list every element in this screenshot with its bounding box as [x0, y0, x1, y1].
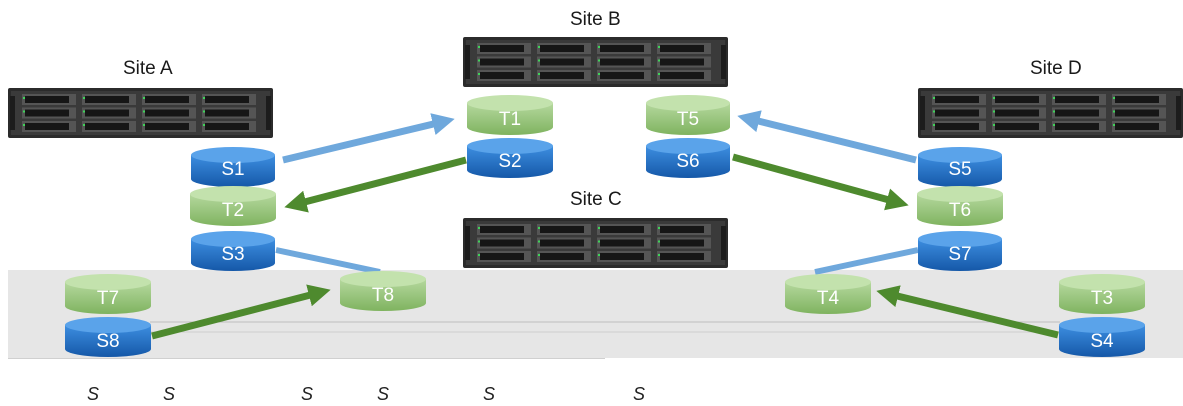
disk-s4: S4 — [1059, 317, 1145, 357]
footer-mark: S — [87, 384, 99, 404]
disk-t8: T8 — [340, 271, 426, 311]
disk-s3: S3 — [191, 231, 275, 271]
disk-s3-label: S3 — [221, 244, 244, 265]
disk-t1: T1 — [467, 95, 553, 135]
disk-t1-label: T1 — [499, 109, 521, 130]
disk-t5: T5 — [646, 95, 730, 135]
server-site-b — [463, 37, 728, 87]
disk-s5-label: S5 — [948, 159, 971, 180]
arrow-s7-to-t4 — [814, 247, 919, 275]
arrow-s8-to-t8 — [151, 284, 331, 340]
disk-t5-label: T5 — [677, 109, 699, 130]
site-d-label: Site D — [1030, 58, 1082, 79]
lower-band-cut — [8, 358, 605, 359]
disk-t6-label: T6 — [949, 200, 971, 221]
disk-s6: S6 — [646, 138, 730, 178]
arrow-s6-to-t6 — [732, 153, 909, 211]
disk-t7: T7 — [65, 274, 151, 314]
arrow-s2-to-t2 — [284, 156, 467, 213]
disk-s2: S2 — [467, 138, 553, 178]
lower-band — [8, 270, 1183, 358]
footer-mark: S — [483, 384, 495, 404]
disk-t8-label: T8 — [372, 285, 394, 306]
disk-s4-label: S4 — [1090, 331, 1114, 352]
disk-s2-label: S2 — [498, 151, 521, 172]
site-c-label: Site C — [570, 189, 622, 210]
site-b-label: Site B — [570, 9, 621, 30]
disk-s8-label: S8 — [96, 331, 119, 352]
server-site-d — [918, 88, 1183, 138]
arrow-s4-to-t4 — [876, 285, 1059, 339]
server-site-a — [8, 88, 273, 138]
disk-t3-label: T3 — [1091, 288, 1113, 309]
disk-s8: S8 — [65, 317, 151, 357]
footer-mark: S — [163, 384, 175, 404]
disk-s6-label: S6 — [676, 151, 699, 172]
disk-s7-label: S7 — [948, 244, 971, 265]
footer-mark: S — [377, 384, 389, 404]
disk-t4-label: T4 — [817, 288, 840, 309]
disk-t3: T3 — [1059, 274, 1145, 314]
disk-t7-label: T7 — [97, 288, 119, 309]
footer-mark: S — [301, 384, 313, 404]
server-site-c — [463, 218, 728, 268]
disk-s5: S5 — [918, 147, 1002, 187]
disk-t2: T2 — [190, 186, 276, 226]
disk-t6: T6 — [917, 186, 1003, 226]
arrow-s3-to-t8 — [275, 247, 381, 275]
disk-t4: T4 — [785, 274, 871, 314]
disk-s7: S7 — [918, 231, 1002, 271]
arrow-s1-to-t1 — [282, 113, 455, 164]
disk-s1: S1 — [191, 147, 275, 187]
site-a-label: Site A — [123, 58, 173, 79]
arrow-s5-to-t5 — [737, 110, 917, 164]
disk-s1-label: S1 — [221, 159, 244, 180]
footer-mark: S — [633, 384, 645, 404]
disk-t2-label: T2 — [222, 200, 244, 221]
